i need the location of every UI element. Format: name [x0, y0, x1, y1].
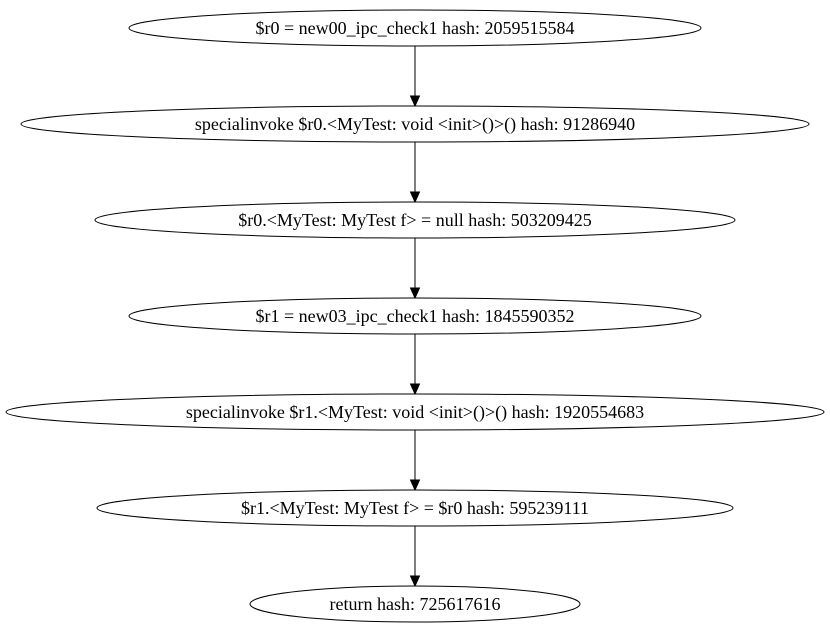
node-label: $r0.<MyTest: MyTest f> = null hash: 5032… [238, 210, 591, 230]
arrowhead-icon [409, 95, 421, 108]
arrowhead-icon [409, 287, 421, 300]
node-label: $r1.<MyTest: MyTest f> = $r0 hash: 59523… [241, 498, 589, 518]
graph-node: specialinvoke $r0.<MyTest: void <init>()… [20, 105, 810, 143]
graph-edge [409, 430, 421, 492]
graph-edge [409, 46, 421, 108]
node-label: specialinvoke $r1.<MyTest: void <init>()… [186, 402, 644, 423]
node-ellipse [128, 9, 702, 47]
node-ellipse [5, 393, 825, 431]
node-ellipse [94, 201, 736, 239]
arrowhead-icon [409, 383, 421, 396]
node-ellipse [96, 489, 734, 527]
node-label: specialinvoke $r0.<MyTest: void <init>()… [195, 114, 635, 135]
node-ellipse [128, 297, 702, 335]
node-ellipse [249, 585, 581, 623]
node-label: $r1 = new03_ipc_check1 hash: 1845590352 [255, 306, 574, 326]
arrowhead-icon [409, 191, 421, 204]
graph-node: return hash: 725617616 [249, 585, 581, 623]
graph-node: specialinvoke $r1.<MyTest: void <init>()… [5, 393, 825, 431]
graph-edge [409, 238, 421, 300]
node-ellipse [20, 105, 810, 143]
graph-node: $r0 = new00_ipc_check1 hash: 2059515584 [128, 9, 702, 47]
graph-edge [409, 526, 421, 588]
node-label: $r0 = new00_ipc_check1 hash: 2059515584 [255, 18, 574, 38]
graph-edges [409, 46, 421, 588]
graph-edge [409, 334, 421, 396]
graph-node: $r0.<MyTest: MyTest f> = null hash: 5032… [94, 201, 736, 239]
graph-node: $r1.<MyTest: MyTest f> = $r0 hash: 59523… [96, 489, 734, 527]
arrowhead-icon [409, 479, 421, 492]
node-label: return hash: 725617616 [330, 594, 501, 614]
graph-nodes: $r0 = new00_ipc_check1 hash: 2059515584 s… [5, 9, 825, 623]
graph-edge [409, 142, 421, 204]
graph-node: $r1 = new03_ipc_check1 hash: 1845590352 [128, 297, 702, 335]
arrowhead-icon [409, 575, 421, 588]
